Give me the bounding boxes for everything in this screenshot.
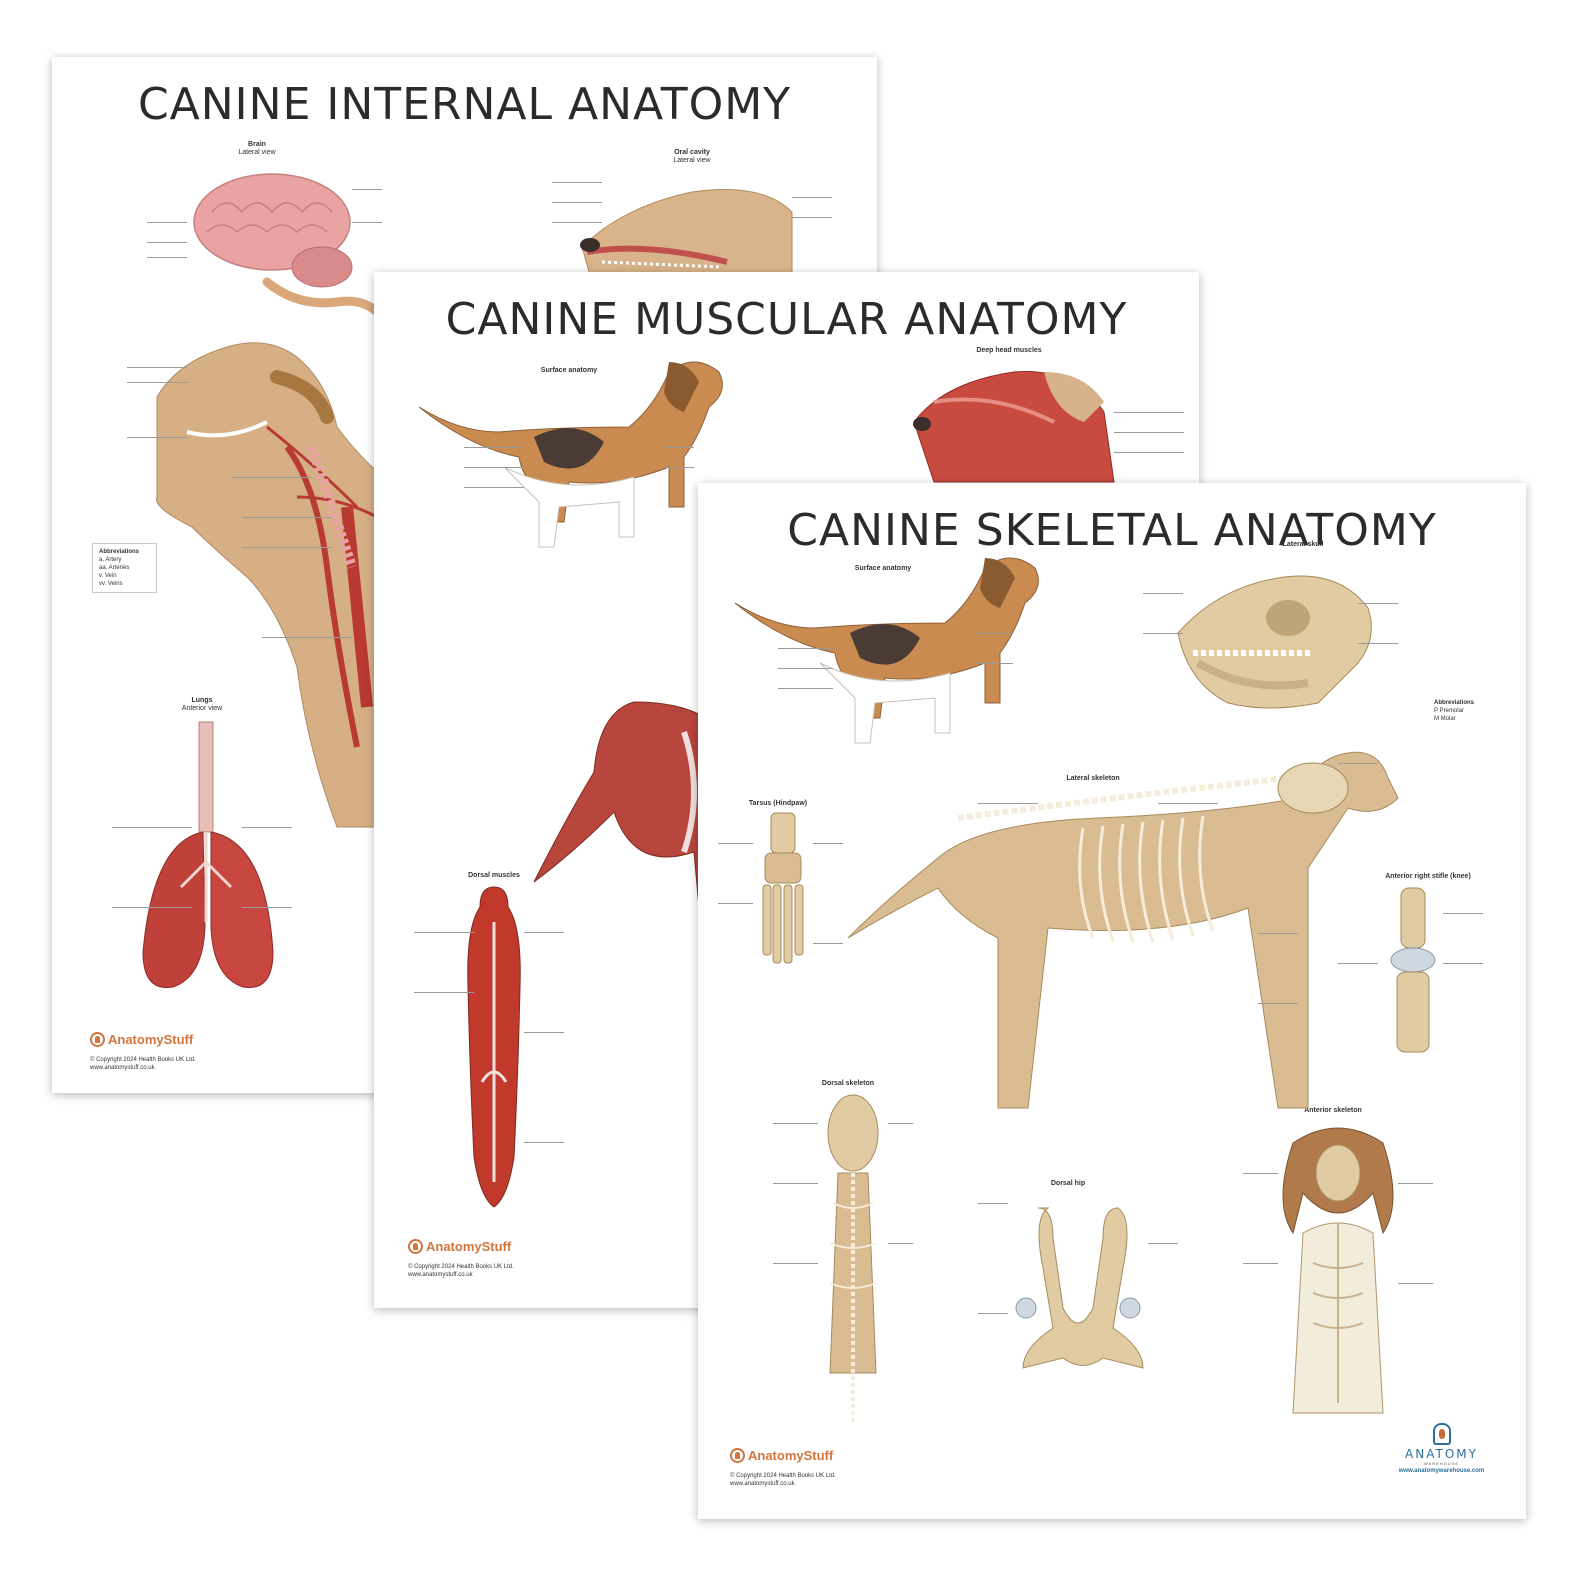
copyright-text: © Copyright 2024 Health Books UK Ltd. ww… (90, 1057, 196, 1071)
anatomy-warehouse-logo: ANATOMY WAREHOUSE www.anatomywarehouse.c… (1384, 1423, 1499, 1474)
section-title-deep-head-muscles: Deep head muscles (976, 347, 1042, 354)
anatomystuff-logo: AnatomyStuff (90, 1032, 193, 1047)
anterior-skeleton-illustration (1282, 1127, 1394, 1414)
deep-head-muscles-illustration (913, 371, 1115, 483)
abbreviations-box: Abbreviations a. Artery aa. Arteries v. … (92, 543, 157, 594)
anatomystuff-icon (90, 1032, 105, 1047)
section-title-lateral-skull: Lateral skull (1282, 541, 1324, 548)
section-title-dorsal-muscles: Dorsal muscles (468, 872, 520, 879)
oral-cavity-illustration (580, 189, 793, 283)
anatomystuff-logo: AnatomyStuff (408, 1239, 511, 1254)
beagle-surface-illustration (418, 361, 723, 548)
section-title-anterior-skeleton: Anterior skeleton (1304, 1107, 1362, 1114)
section-title-surface-anatomy: Surface anatomy (540, 367, 598, 374)
section-title-lateral-skeleton: Lateral skeleton (1066, 775, 1120, 782)
section-title-dorsal-hip: Dorsal hip (1050, 1180, 1086, 1187)
anatomystuff-icon (730, 1448, 745, 1463)
dorsal-hip-illustration (1015, 1207, 1144, 1369)
poster-title: CANINE SKELETAL ANATOMY (787, 505, 1437, 556)
section-title-surface-anatomy: Surface anatomy (854, 565, 912, 572)
section-title-brain: Brain Lateral view (238, 141, 276, 157)
stifle-illustration (1390, 887, 1436, 1053)
section-title-oral-cavity: Oral cavity Lateral view (673, 149, 711, 165)
lateral-skull-illustration (1177, 575, 1372, 709)
lungs-illustration (142, 721, 274, 989)
dorsal-muscles-illustration (467, 886, 521, 1208)
copyright-text: © Copyright 2024 Health Books UK Ltd. ww… (408, 1264, 514, 1278)
section-title-tarsus: Tarsus (Hindpaw) (748, 800, 808, 807)
poster-title: CANINE INTERNAL ANATOMY (137, 79, 792, 130)
anatomystuff-icon (408, 1239, 423, 1254)
beagle-surface-illustration (734, 557, 1039, 744)
anatomy-warehouse-icon (1432, 1423, 1451, 1445)
anatomystuff-logo: AnatomyStuff (730, 1448, 833, 1463)
tarsus-illustration (762, 812, 804, 964)
poster-skeletal-anatomy: CANINE SKELETAL ANATOMY Surface anatomy … (698, 483, 1526, 1519)
abbreviations-box: Abbreviations P Premolar M Molar (1428, 695, 1483, 728)
section-title-lungs: Lungs Anterior view (181, 697, 223, 713)
dorsal-skeleton-illustration (827, 1094, 879, 1423)
lateral-skeleton-illustration (847, 751, 1399, 1109)
section-title-dorsal-skeleton: Dorsal skeleton (821, 1080, 875, 1087)
copyright-text: © Copyright 2024 Health Books UK Ltd. ww… (730, 1473, 836, 1487)
poster-title: CANINE MUSCULAR ANATOMY (445, 294, 1128, 345)
brain-illustration (193, 173, 382, 317)
section-title-anterior-right-stifle: Anterior right stifle (knee) (1385, 873, 1471, 880)
